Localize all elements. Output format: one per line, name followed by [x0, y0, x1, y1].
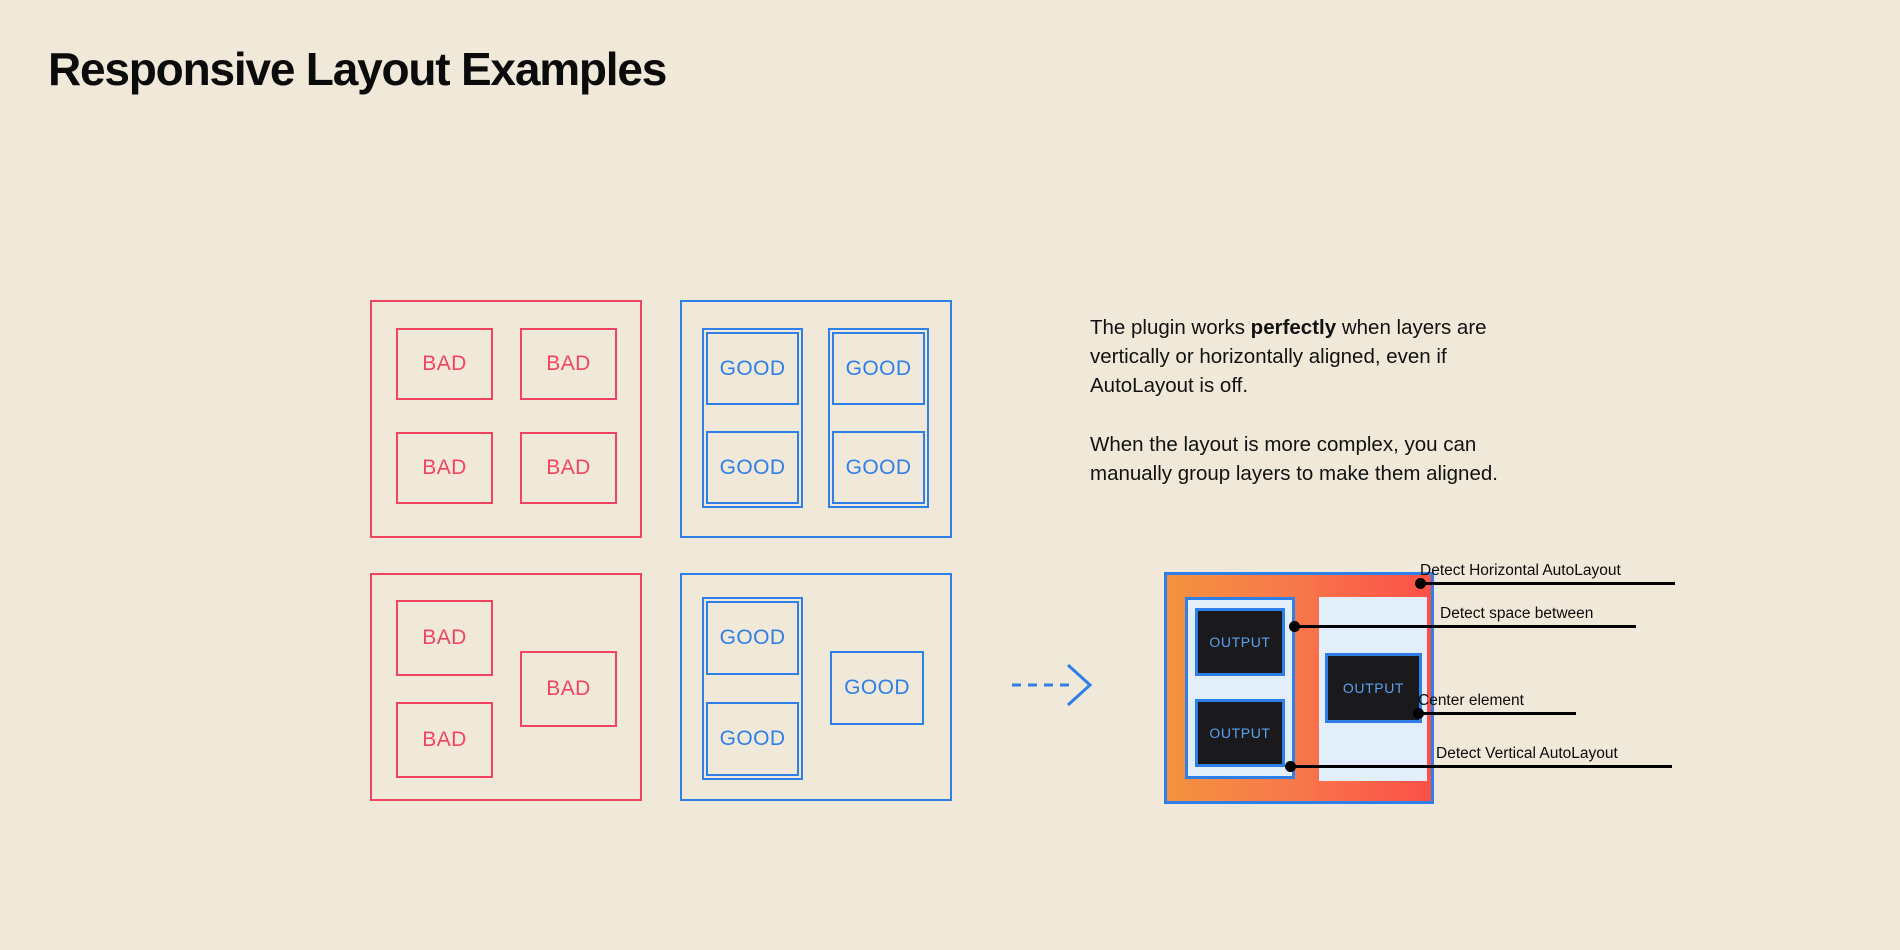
paragraph-1-emphasis: perfectly: [1250, 316, 1337, 339]
cell-bad: BAD: [396, 702, 493, 778]
example-panel-bad-grid-aligned: BAD BAD BAD BAD: [370, 300, 642, 538]
output-box: OUTPUT: [1195, 608, 1285, 676]
paragraph-1-after: when layers are vertically or horizontal…: [1090, 316, 1487, 397]
annotation-label: Center element: [1418, 692, 1524, 709]
annotation-leader-line: [1290, 765, 1672, 768]
example-panel-good-grid-complex: GOOD GOOD GOOD: [680, 573, 952, 801]
cell-label: GOOD: [719, 727, 786, 750]
cell-good: GOOD: [832, 332, 925, 405]
annotation-leader-line: [1418, 712, 1576, 715]
output-box: OUTPUT: [1195, 699, 1285, 767]
output-label: OUTPUT: [1209, 725, 1271, 741]
example-panel-good-grid-aligned: GOOD GOOD GOOD GOOD: [680, 300, 952, 538]
dashed-right-arrow-icon: [1012, 663, 1093, 707]
cell-label: GOOD: [845, 356, 912, 380]
description-paragraph-2: When the layout is more complex, you can…: [1090, 433, 1498, 485]
annotation-leader-line: [1294, 625, 1636, 628]
annotation-center-element: Center element: [1413, 690, 1576, 719]
annotation-anchor-dot: [1289, 621, 1300, 632]
cell-bad: BAD: [396, 600, 493, 676]
cell-label: GOOD: [719, 455, 786, 479]
cell-good: GOOD: [706, 702, 799, 776]
cell-bad: BAD: [520, 651, 617, 727]
output-label: OUTPUT: [1342, 680, 1405, 696]
output-box: OUTPUT: [1325, 653, 1422, 723]
annotation-label: Detect Vertical AutoLayout: [1436, 745, 1618, 762]
annotation-anchor-dot: [1285, 761, 1296, 772]
annotation-leader-line: [1420, 582, 1675, 585]
description-paragraph-1: The plugin works perfectly when layers a…: [1090, 313, 1510, 400]
cell-bad: BAD: [396, 328, 493, 400]
annotation-detect-vertical-autolayout: Detect Vertical AutoLayout: [1285, 743, 1672, 772]
annotation-anchor-dot: [1413, 708, 1424, 719]
annotation-detect-space-between: Detect space between: [1289, 603, 1636, 632]
cell-label: GOOD: [844, 676, 910, 699]
mock-vertical-group: OUTPUT OUTPUT: [1185, 597, 1295, 779]
annotation-label: Detect Horizontal AutoLayout: [1420, 562, 1621, 579]
layer-group-outline: [702, 597, 803, 780]
cell-good: GOOD: [706, 431, 799, 504]
layer-group-outline: [828, 328, 929, 508]
cell-label: BAD: [422, 352, 467, 375]
page-title: Responsive Layout Examples: [48, 43, 667, 95]
cell-good: GOOD: [832, 431, 925, 504]
cell-label: BAD: [546, 352, 591, 375]
cell-bad: BAD: [396, 432, 493, 504]
cell-bad: BAD: [520, 432, 617, 504]
cell-label: BAD: [422, 728, 467, 751]
layer-group-outline: [702, 328, 803, 508]
annotation-detect-horizontal-autolayout: Detect Horizontal AutoLayout: [1415, 560, 1695, 589]
paragraph-1-before: The plugin works: [1090, 316, 1251, 339]
cell-good: GOOD: [706, 332, 799, 405]
cell-label: BAD: [546, 677, 591, 700]
cell-label: GOOD: [719, 626, 786, 649]
cell-bad: BAD: [520, 328, 617, 400]
example-panel-bad-grid-complex: BAD BAD BAD: [370, 573, 642, 801]
output-label: OUTPUT: [1209, 634, 1271, 650]
cell-label: BAD: [546, 456, 591, 479]
cell-good: GOOD: [706, 601, 799, 675]
annotation-label: Detect space between: [1440, 605, 1594, 622]
annotation-anchor-dot: [1415, 578, 1426, 589]
cell-good: GOOD: [830, 651, 924, 725]
cell-label: BAD: [422, 626, 467, 649]
cell-label: GOOD: [845, 455, 912, 479]
cell-label: GOOD: [719, 356, 786, 380]
cell-label: BAD: [422, 456, 467, 479]
